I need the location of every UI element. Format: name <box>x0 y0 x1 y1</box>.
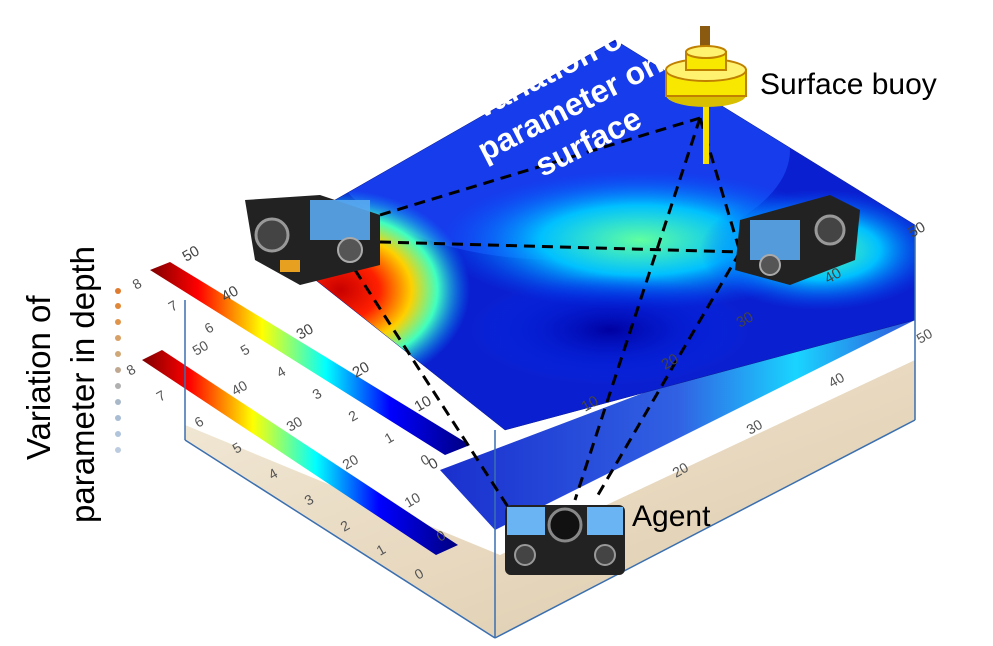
colorbar-tick: 6 <box>202 319 217 337</box>
colorbar-tick: 7 <box>166 297 181 315</box>
agent-label: Agent <box>632 500 711 533</box>
rov-icon <box>735 195 860 285</box>
depth-ytick: 20 <box>340 451 362 473</box>
colorbar-tick: 6 <box>192 413 207 431</box>
depth-ytick: 30 <box>284 413 306 435</box>
buoy-label: Surface buoy <box>760 68 937 101</box>
buoy-icon <box>665 26 747 164</box>
surface-ytick: 30 <box>294 320 317 343</box>
depth-ytick: 50 <box>190 337 212 359</box>
surface-xtick: 10 <box>579 392 602 415</box>
depth-ytick: 10 <box>402 489 424 511</box>
depth-variation-label: Variation of parameter in depth <box>18 246 108 550</box>
depth-ytick: 40 <box>229 377 251 399</box>
colorbar-tick: 1 <box>382 429 397 447</box>
colorbar-tick: 8 <box>130 275 145 293</box>
colorbar-tick: 5 <box>238 341 253 359</box>
depth-label-line: parameter in depth <box>64 245 101 523</box>
surface-ytick: 40 <box>219 282 242 305</box>
depth-dots <box>115 288 121 453</box>
colorbar-tick: 3 <box>310 385 325 403</box>
surface-ytick: 20 <box>350 358 373 381</box>
colorbar-tick: 4 <box>274 363 289 381</box>
rov-icon <box>245 195 380 285</box>
depth-xtick: 20 <box>670 459 692 481</box>
depth-colorbar-lower <box>142 350 458 555</box>
rov-icon <box>505 505 625 575</box>
surface-xtick: 20 <box>659 350 682 373</box>
colorbar-tick: 2 <box>346 407 361 425</box>
depth-xtick: 30 <box>744 416 766 438</box>
surface-ytick: 10 <box>412 392 435 415</box>
plot-frame <box>184 225 916 639</box>
colorbar-tick: 8 <box>124 361 139 379</box>
depth-label-line: Variation of <box>20 295 57 460</box>
depth-xtick: 50 <box>914 325 936 347</box>
surface-xtick: 30 <box>734 308 757 331</box>
sea-floor <box>185 360 915 638</box>
surface-ytick: 50 <box>180 242 203 265</box>
surface-xtick: 50 <box>906 218 929 241</box>
depth-colorbar-upper <box>150 262 470 455</box>
depth-xtick: 40 <box>826 369 848 391</box>
colorbar-tick: 7 <box>154 387 169 405</box>
